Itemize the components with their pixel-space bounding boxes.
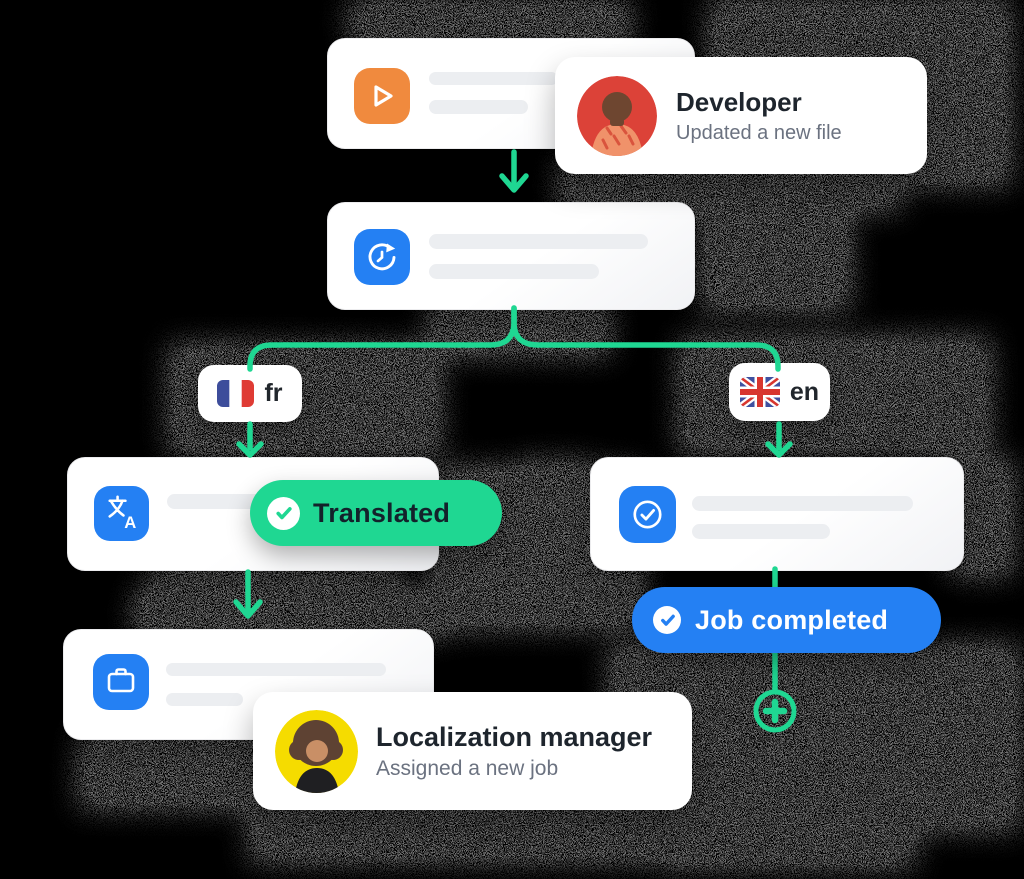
developer-subtitle: Updated a new file [676,121,842,144]
check-circle-icon [619,486,676,543]
briefcase-icon [93,654,149,710]
developer-avatar [577,75,657,156]
placeholder-line [166,693,243,706]
language-code: en [789,377,820,406]
history-icon [354,229,410,285]
check-icon [653,606,681,634]
translated-label: Translated [313,497,451,528]
manager-subtitle: Assigned a new job [376,756,559,780]
developer-toast: Developer Updated a new file [555,57,927,174]
add-step-button[interactable] [753,689,797,733]
language-badge-fr[interactable]: fr [198,365,302,422]
review-card[interactable] [590,457,964,571]
svg-text:A: A [124,513,136,532]
play-icon [354,68,410,124]
translate-icon: A [94,486,149,541]
flag-united-kingdom-icon [739,377,780,407]
job-completed-label: Job completed [695,604,889,635]
placeholder-line [429,72,558,85]
flag-france-icon [217,380,255,407]
check-icon [267,496,300,530]
developer-title: Developer [676,86,802,117]
language-badge-en[interactable]: en [729,363,830,421]
placeholder-line [429,234,648,249]
language-code: fr [264,379,283,407]
plus-icon [753,689,797,733]
manager-toast-text: Localization manager Assigned a new job [376,722,652,781]
manager-title: Localization manager [376,721,653,752]
placeholder-line [429,264,599,279]
placeholder-line [429,100,528,114]
update-job-card[interactable] [327,202,695,310]
placeholder-line [692,496,913,511]
placeholder-line [692,524,830,539]
manager-avatar [275,709,358,793]
manager-toast: Localization manager Assigned a new job [253,692,692,810]
job-completed-pill[interactable]: Job completed [632,587,941,653]
translated-status-pill[interactable]: Translated [250,480,502,546]
placeholder-line [166,663,386,676]
developer-toast-text: Developer Updated a new file [676,87,842,145]
